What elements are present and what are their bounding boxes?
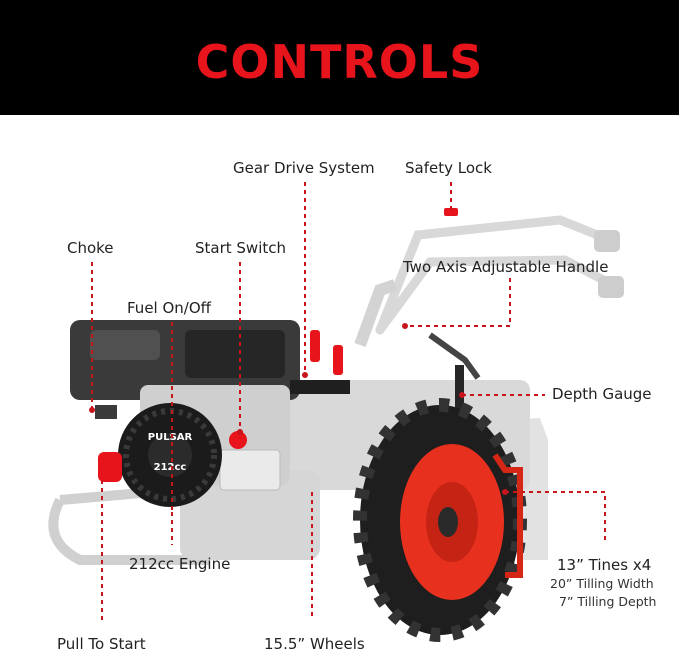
label-tines: 13” Tines x4 xyxy=(557,556,652,574)
tine-bracket xyxy=(492,453,523,578)
red-controls xyxy=(98,208,458,482)
label-fuel: Fuel On/Off xyxy=(127,299,211,317)
leader-dots xyxy=(89,323,508,495)
start-switch-knob xyxy=(229,431,247,449)
handle-bars xyxy=(354,215,624,348)
label-tilling-depth: 7” Tilling Depth xyxy=(559,594,657,609)
engine-size-text: 212cc xyxy=(154,462,187,473)
engine-brand-text: PULSAR xyxy=(148,432,193,443)
page-title: CONTROLS xyxy=(195,35,484,89)
gear-lever-1 xyxy=(310,330,320,362)
depth-gauge-bar xyxy=(455,365,464,415)
pull-start-handle xyxy=(98,452,122,482)
gear-lever-2 xyxy=(333,345,343,375)
label-depth-gauge: Depth Gauge xyxy=(552,385,652,403)
label-engine: 212cc Engine xyxy=(129,555,231,573)
choke-lever xyxy=(95,405,117,419)
wheel xyxy=(353,398,527,642)
recoil-starter: PULSAR 212cc xyxy=(118,403,222,507)
label-tilling-width: 20” Tilling Width xyxy=(550,576,654,591)
handle-adjust-lever xyxy=(428,332,481,380)
label-wheels: 15.5” Wheels xyxy=(264,635,365,653)
gear-box xyxy=(290,380,350,394)
header-banner: CONTROLS xyxy=(0,0,679,115)
label-adjustable-handle: Two Axis Adjustable Handle xyxy=(403,258,609,276)
label-choke: Choke xyxy=(67,239,114,257)
label-gear-drive-system: Gear Drive System xyxy=(233,159,375,177)
leader-lines xyxy=(91,182,606,620)
label-safety-lock: Safety Lock xyxy=(405,159,492,177)
safety-lock-trigger xyxy=(444,208,458,216)
label-start-switch: Start Switch xyxy=(195,239,287,257)
label-pull-start: Pull To Start xyxy=(57,635,146,653)
